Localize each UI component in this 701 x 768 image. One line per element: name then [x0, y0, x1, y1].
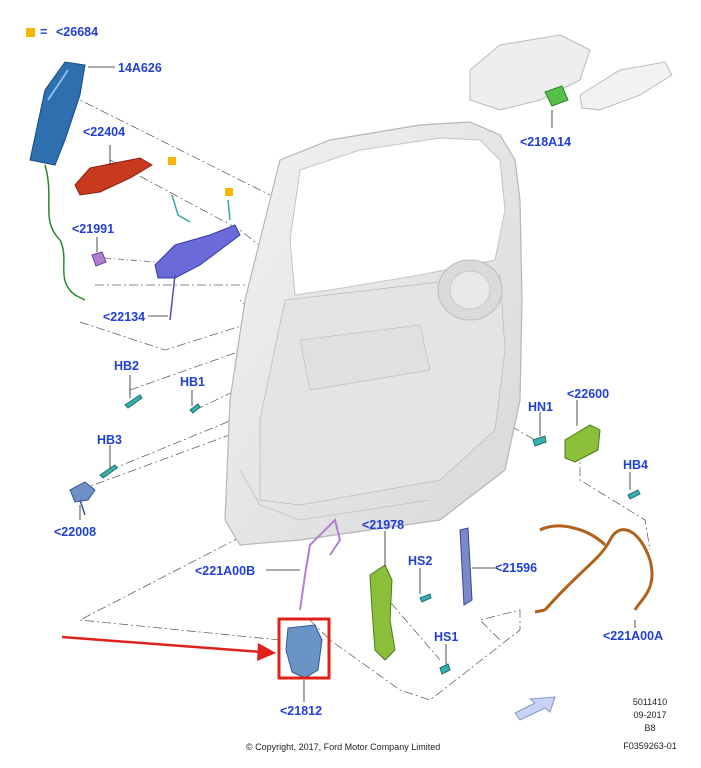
cable-upper	[171, 194, 191, 223]
handle-22404	[74, 157, 153, 196]
label-218A14: <218A14	[520, 135, 572, 149]
door-shell	[224, 121, 523, 546]
bracket-21978	[369, 564, 396, 661]
figure-date: 09-2017	[633, 710, 667, 720]
label-22600: <22600	[567, 387, 610, 401]
handle-mechanism	[154, 224, 241, 279]
label-hs1: HS1	[434, 630, 459, 644]
cable-upper-2	[227, 199, 231, 221]
bracket-22600	[564, 424, 601, 463]
callout-arrow-shaft	[61, 635, 263, 654]
label-hb1: HB1	[180, 375, 206, 389]
mechanism-rod	[169, 274, 176, 321]
rod-221A00B	[299, 518, 342, 611]
label-hn1: HN1	[528, 400, 554, 414]
callout-arrow-head	[257, 643, 276, 661]
label-hs2: HS2	[408, 554, 433, 568]
legend-marker	[26, 28, 35, 37]
callout-marker	[168, 157, 176, 165]
label-14A626: 14A626	[118, 61, 162, 75]
label-22404: <22404	[83, 125, 126, 139]
highlight-box	[277, 617, 331, 680]
label-21812: <21812	[280, 704, 323, 718]
label-221A00B: <221A00B	[195, 564, 256, 578]
label-hb2: HB2	[114, 359, 140, 373]
latch-21812	[285, 624, 323, 679]
outer-handle-assembly-ghost	[469, 34, 673, 111]
check-22008	[69, 481, 96, 503]
small-part-21991	[91, 251, 107, 267]
label-hb4: HB4	[623, 458, 649, 472]
copyright-text: © Copyright, 2017, Ford Motor Company Li…	[246, 742, 441, 752]
strip-21596	[459, 527, 473, 606]
figure-code: 5011410	[632, 697, 668, 707]
check-22008-rod	[79, 499, 86, 516]
trim-wire	[44, 164, 86, 301]
label-221A00A: <221A00A	[603, 629, 664, 643]
rod-21991	[104, 257, 156, 263]
figure-number: F0359263-01	[623, 741, 677, 751]
label-22008: <22008	[54, 525, 97, 539]
legend-equals: =	[40, 25, 48, 39]
legend-text: <26684	[56, 25, 99, 39]
direction-arrow	[514, 696, 556, 721]
label-leaders	[79, 66, 636, 702]
label-22134: <22134	[103, 310, 146, 324]
harness-221A00A	[534, 524, 654, 614]
figure-revision: B8	[644, 723, 656, 733]
label-21978: <21978	[362, 518, 405, 532]
door-trim-14A626	[29, 61, 86, 166]
label-21991: <21991	[72, 222, 115, 236]
label-21596: <21596	[495, 561, 538, 575]
callout-marker	[225, 188, 233, 196]
label-hb3: HB3	[97, 433, 123, 447]
hinge-bolts	[99, 394, 641, 675]
